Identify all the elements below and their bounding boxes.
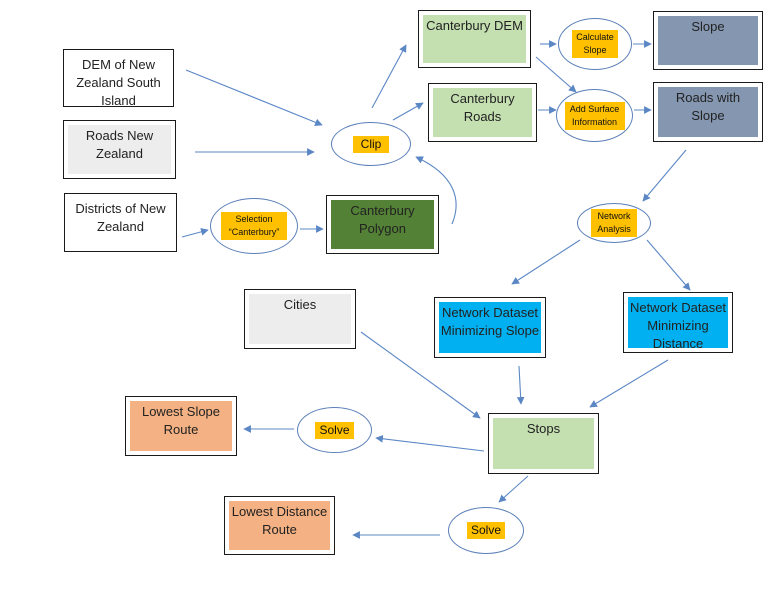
selection-ellipse[interactable]: Selection “Canterbury” bbox=[210, 198, 298, 254]
stops-box[interactable]: Stops bbox=[488, 413, 599, 474]
cities-label: Cities bbox=[249, 294, 351, 344]
arrow-minslope-to-stops bbox=[516, 365, 525, 405]
arrow-network-to-mindistance bbox=[646, 239, 691, 291]
canterbury-dem-label: Canterbury DEM bbox=[423, 15, 526, 63]
arrow-stops-to-solve1 bbox=[375, 435, 485, 452]
nd-min-slope-box[interactable]: Network Dataset Minimizing Slope bbox=[434, 297, 546, 358]
solve-ellipse-1[interactable]: Solve bbox=[297, 407, 372, 453]
arrow-districts-to-selection bbox=[181, 228, 209, 238]
canterbury-polygon-label: Canterbury Polygon bbox=[331, 200, 434, 249]
slope-box[interactable]: Slope bbox=[653, 11, 763, 70]
network-analysis-ellipse[interactable]: Network Analysis bbox=[577, 203, 651, 243]
canterbury-polygon-box[interactable]: Canterbury Polygon bbox=[326, 195, 439, 254]
canterbury-roads-label: Canterbury Roads bbox=[433, 88, 532, 137]
solve-tag-1: Solve bbox=[315, 421, 354, 439]
arrow-dem-to-addsurface bbox=[535, 56, 577, 93]
stops-label: Stops bbox=[493, 418, 594, 469]
roads-with-slope-box[interactable]: Roads with Slope bbox=[653, 82, 763, 142]
arrow-dem-to-clip bbox=[185, 69, 323, 126]
nd-min-distance-label: Network Dataset Minimizing Distance bbox=[628, 297, 728, 351]
solve-ellipse-2[interactable]: Solve bbox=[448, 507, 524, 554]
arrow-roadsslope-to-network bbox=[642, 149, 687, 202]
add-surface-info-tag: Add Surface Information bbox=[564, 101, 625, 130]
lowest-distance-route-box[interactable]: Lowest Distance Route bbox=[224, 496, 335, 555]
arrow-network-to-minslope bbox=[511, 239, 581, 285]
arrow-mindistance-to-stops bbox=[589, 359, 669, 408]
arrow-clip-to-dem bbox=[371, 44, 407, 109]
solve-tag-2: Solve bbox=[466, 522, 506, 539]
districts-nz-box[interactable]: Districts of New Zealand bbox=[64, 193, 177, 252]
lowest-slope-route-box[interactable]: Lowest Slope Route bbox=[125, 396, 237, 456]
cities-box[interactable]: Cities bbox=[244, 289, 356, 349]
network-analysis-tag: Network Analysis bbox=[591, 209, 637, 237]
calculate-slope-ellipse[interactable]: Calculate Slope bbox=[558, 18, 632, 70]
clip-tag: Clip bbox=[352, 135, 390, 153]
nd-min-slope-label: Network Dataset Minimizing Slope bbox=[439, 302, 541, 353]
clip-ellipse[interactable]: Clip bbox=[331, 122, 411, 166]
canterbury-dem-box[interactable]: Canterbury DEM bbox=[418, 10, 531, 68]
slope-label: Slope bbox=[658, 16, 758, 65]
roads-with-slope-label: Roads with Slope bbox=[658, 87, 758, 137]
add-surface-info-ellipse[interactable]: Add Surface Information bbox=[556, 89, 633, 142]
districts-nz-label: Districts of New Zealand bbox=[75, 201, 166, 234]
lowest-distance-route-label: Lowest Distance Route bbox=[229, 501, 330, 550]
dem-nz-box[interactable]: DEM of New Zealand South Island bbox=[63, 49, 174, 108]
arrow-polygon-to-clip bbox=[415, 156, 457, 225]
roads-nz-label: Roads New Zealand bbox=[68, 125, 171, 174]
lowest-slope-route-label: Lowest Slope Route bbox=[130, 401, 232, 451]
selection-tag: Selection “Canterbury” bbox=[221, 212, 287, 240]
arrow-cities-to-stops bbox=[360, 331, 481, 419]
arrow-clip-to-roads bbox=[392, 102, 424, 121]
dem-nz-label: DEM of New Zealand South Island bbox=[76, 57, 161, 108]
roads-nz-box[interactable]: Roads New Zealand bbox=[63, 120, 176, 179]
canterbury-roads-box[interactable]: Canterbury Roads bbox=[428, 83, 537, 142]
nd-min-distance-box[interactable]: Network Dataset Minimizing Distance bbox=[623, 292, 733, 353]
arrow-stops-to-solve2 bbox=[498, 475, 529, 503]
calculate-slope-tag: Calculate Slope bbox=[572, 30, 618, 58]
